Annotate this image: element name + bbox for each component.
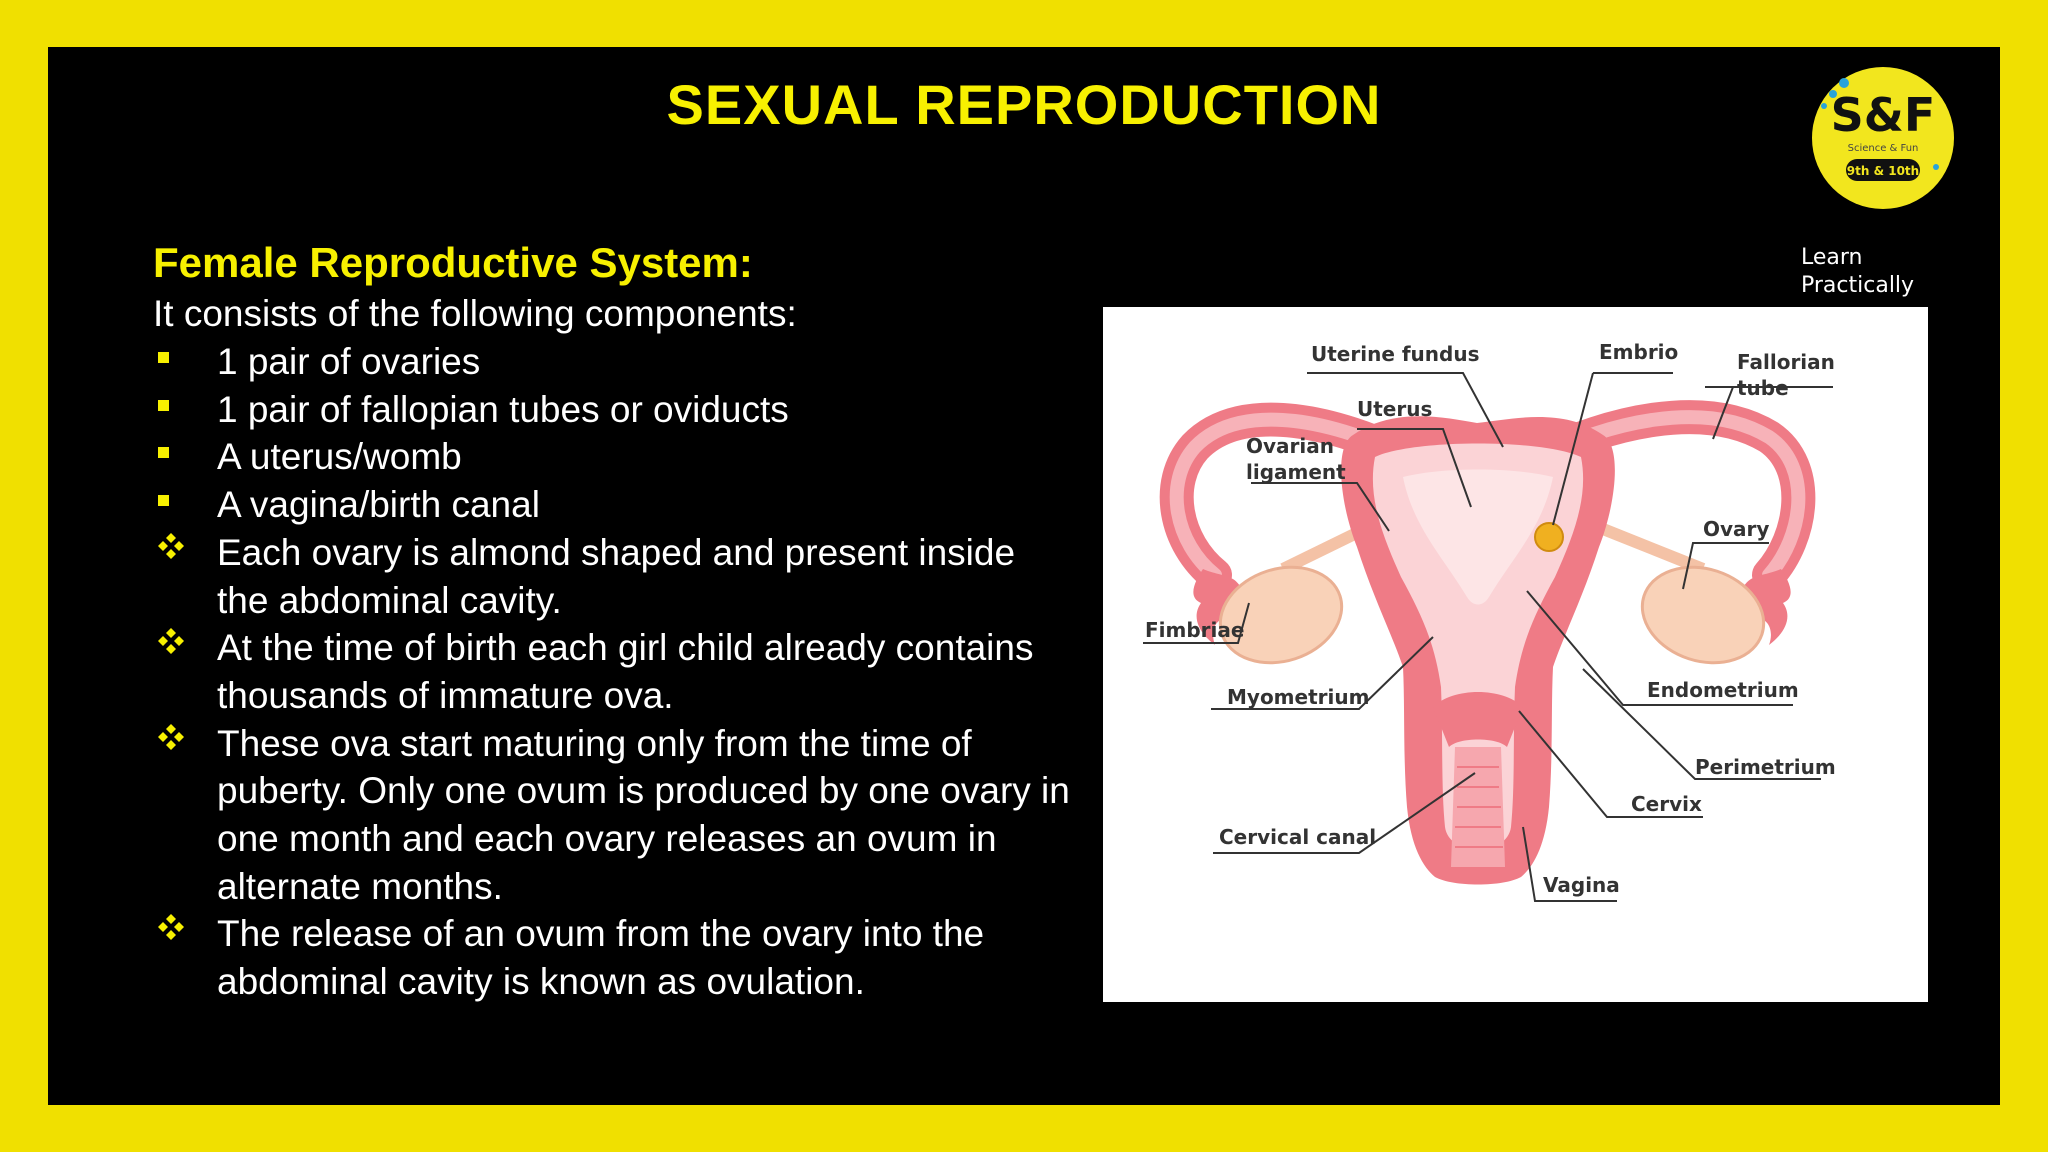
logo-grade: 9th & 10th: [1847, 164, 1919, 178]
embryo: [1534, 522, 1564, 552]
cervix: [1433, 692, 1523, 747]
tagline-line-2: Practically: [1801, 273, 1915, 298]
diamond-bullet-icon: [158, 628, 184, 655]
right-ovary: [1590, 519, 1766, 665]
label-ovarian: Ovarian: [1246, 434, 1334, 458]
endometrium-layer: [1372, 443, 1584, 850]
list-item: 1 pair of ovaries: [153, 338, 1073, 386]
list-item: A uterus/womb: [153, 433, 1073, 481]
brand-logo: S&F Science & Fun 9th & 10th: [1808, 63, 1958, 213]
square-bullet-icon: [158, 352, 169, 363]
logo-tagline: Learn Practically: [1801, 244, 1914, 300]
list-item: These ova start maturing only from the t…: [153, 720, 1073, 911]
label-fallorian: Fallorian: [1737, 350, 1835, 374]
diamond-bullet-icon: [158, 723, 184, 750]
label-ovary: Ovary: [1703, 517, 1769, 541]
list-item: A vagina/birth canal: [153, 481, 1073, 529]
square-bullet-icon: [158, 399, 169, 411]
label-endometrium: Endometrium: [1647, 678, 1799, 702]
list-item: Each ovary is almond shaped and present …: [153, 529, 1073, 624]
label-fimbriae: Fimbriae: [1145, 618, 1244, 642]
left-fimbriae: [1193, 569, 1243, 645]
slide-title: SEXUAL REPRODUCTION: [666, 73, 1382, 136]
droplet-icon: [1839, 78, 1849, 88]
diamond-bullet-icon: [158, 532, 184, 559]
label-cervix: Cervix: [1631, 792, 1702, 816]
label-perimetrium: Perimetrium: [1695, 755, 1836, 779]
label-fallorian-tube: tube: [1737, 376, 1789, 400]
label-vagina: Vagina: [1543, 873, 1620, 897]
label-cervical-canal: Cervical canal: [1219, 825, 1376, 849]
component-list: 1 pair of ovaries 1 pair of fallopian tu…: [153, 338, 1073, 529]
tagline-line-1: Learn: [1801, 245, 1863, 270]
intro-text: It consists of the following components:: [153, 293, 797, 334]
list-item: At the time of birth each girl child alr…: [153, 624, 1073, 719]
list-item: 1 pair of fallopian tubes or oviducts: [153, 386, 1073, 434]
section-heading: Female Reproductive System:: [153, 239, 753, 286]
logo-letters: S&F: [1831, 88, 1936, 142]
fact-list: Each ovary is almond shaped and present …: [153, 529, 1073, 1006]
diamond-bullet-icon: [158, 914, 184, 941]
square-bullet-icon: [158, 447, 169, 459]
uterus-diagram: Uterine fundus Embrio Fallorian tube Ute…: [1103, 307, 1928, 1002]
label-myometrium: Myometrium: [1227, 685, 1369, 709]
square-bullet-icon: [158, 495, 169, 507]
list-item: The release of an ovum from the ovary in…: [153, 910, 1073, 1005]
label-uterine-fundus: Uterine fundus: [1311, 342, 1480, 366]
slide-content: Female Reproductive System: It consists …: [153, 236, 1073, 1006]
label-embrio: Embrio: [1599, 340, 1678, 364]
label-uterus: Uterus: [1357, 397, 1432, 421]
logo-subtitle: Science & Fun: [1848, 143, 1919, 154]
label-ovarian-ligament: ligament: [1246, 460, 1346, 484]
right-fimbriae: [1741, 569, 1791, 645]
left-ovary: [1218, 519, 1376, 665]
